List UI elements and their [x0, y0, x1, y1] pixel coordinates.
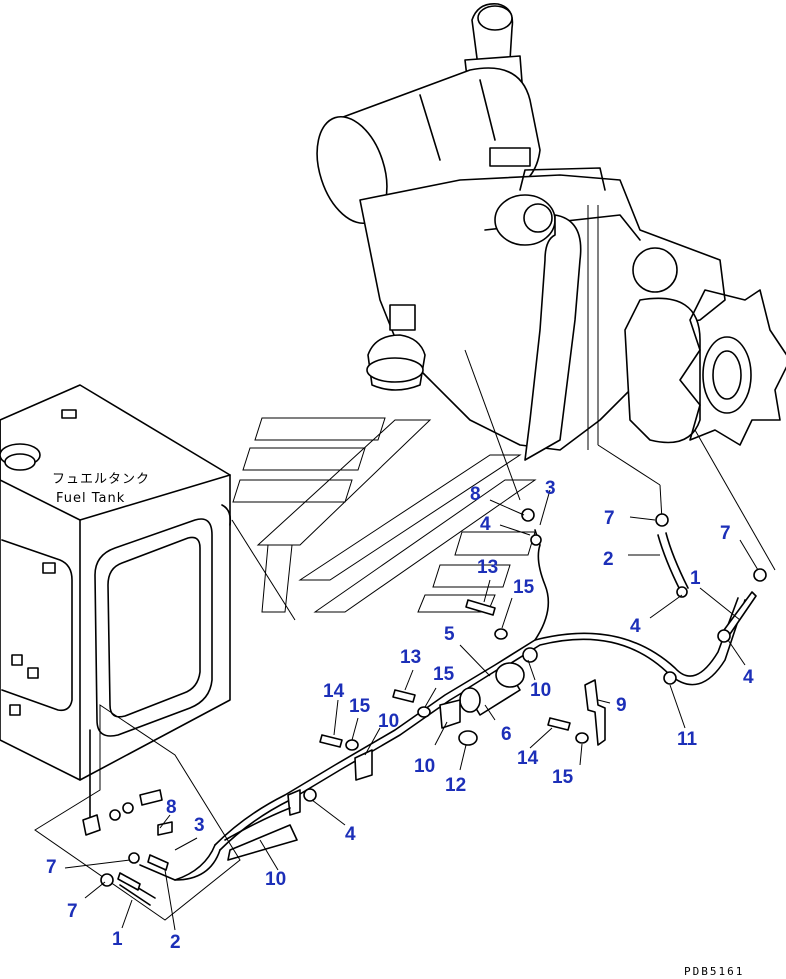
callout-7: 7 — [67, 901, 78, 922]
callout-12: 12 — [445, 775, 466, 796]
callout-4: 4 — [630, 616, 641, 637]
callout-10: 10 — [414, 756, 435, 777]
callout-15: 15 — [552, 767, 574, 788]
callout-4: 4 — [480, 514, 491, 535]
watermark-logo — [232, 417, 537, 613]
callout-15: 15 — [349, 696, 371, 717]
callout-8: 8 — [470, 484, 481, 505]
callout-labels: 8 3 4 13 15 5 13 15 14 15 10 10 6 10 12 … — [46, 478, 754, 953]
callout-10: 10 — [530, 680, 551, 701]
callout-4: 4 — [743, 667, 754, 688]
callout-15: 15 — [513, 577, 535, 598]
fuel-tank: フュエルタンク Fuel Tank — [0, 384, 296, 781]
mounting-plate — [34, 704, 241, 921]
callout-5: 5 — [444, 624, 455, 645]
callout-15: 15 — [433, 664, 455, 685]
engine-assembly — [316, 3, 786, 571]
callout-7: 7 — [604, 508, 615, 529]
callout-10: 10 — [265, 869, 286, 890]
callout-2: 2 — [603, 549, 614, 570]
callout-1: 1 — [690, 568, 701, 589]
callout-1: 1 — [112, 929, 123, 950]
callout-3: 3 — [545, 478, 556, 499]
callout-7: 7 — [720, 523, 731, 544]
leader-lines — [64, 489, 759, 931]
callout-11: 11 — [677, 729, 698, 750]
callout-13: 13 — [400, 647, 421, 668]
callout-9: 9 — [616, 695, 627, 716]
callout-8: 8 — [166, 797, 177, 818]
fuel-tank-label-jp: フュエルタンク — [52, 472, 150, 487]
callout-3: 3 — [194, 815, 205, 836]
drawing-code: PDB5161 — [684, 965, 744, 978]
callout-4: 4 — [345, 824, 356, 845]
callout-13: 13 — [477, 557, 498, 578]
fuel-lines — [82, 508, 767, 906]
callout-14: 14 — [517, 748, 539, 769]
fuel-tank-label-en: Fuel Tank — [56, 491, 125, 506]
callout-6: 6 — [501, 724, 512, 745]
callout-7: 7 — [46, 857, 57, 878]
callout-2: 2 — [170, 932, 181, 953]
callout-14: 14 — [323, 681, 345, 702]
callout-10: 10 — [378, 711, 399, 732]
